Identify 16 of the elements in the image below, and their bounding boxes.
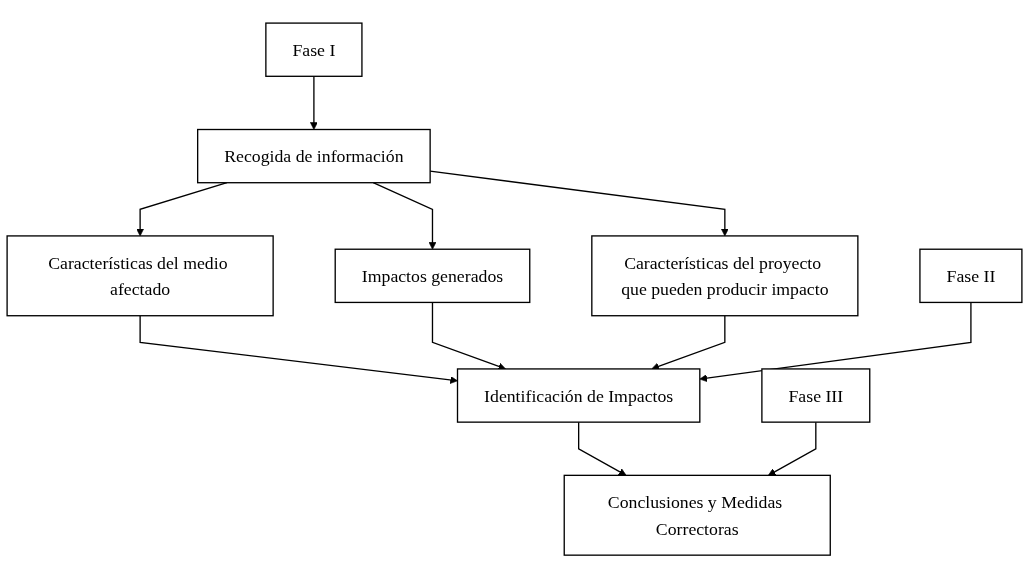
arrow	[431, 302, 506, 371]
arrow	[768, 421, 817, 477]
node-box: Características del proyecto que pueden producir impacto	[591, 235, 859, 317]
node-box: Fase II	[919, 248, 1023, 304]
node-box: Impactos generados	[334, 248, 531, 304]
arrow	[578, 421, 627, 477]
arrow	[139, 315, 458, 385]
arrow	[699, 302, 972, 383]
arrow	[651, 315, 726, 371]
node-box: Recogida de información	[197, 129, 431, 184]
node-box: Fase I	[265, 22, 363, 78]
arrow	[310, 76, 318, 131]
node-box: Fase III	[761, 368, 871, 424]
node-box: Conclusiones y Medidas Correctoras	[563, 475, 831, 557]
node-box: Características del medio afectado	[6, 235, 274, 317]
node-box: Identificación de Impactos	[456, 368, 701, 424]
